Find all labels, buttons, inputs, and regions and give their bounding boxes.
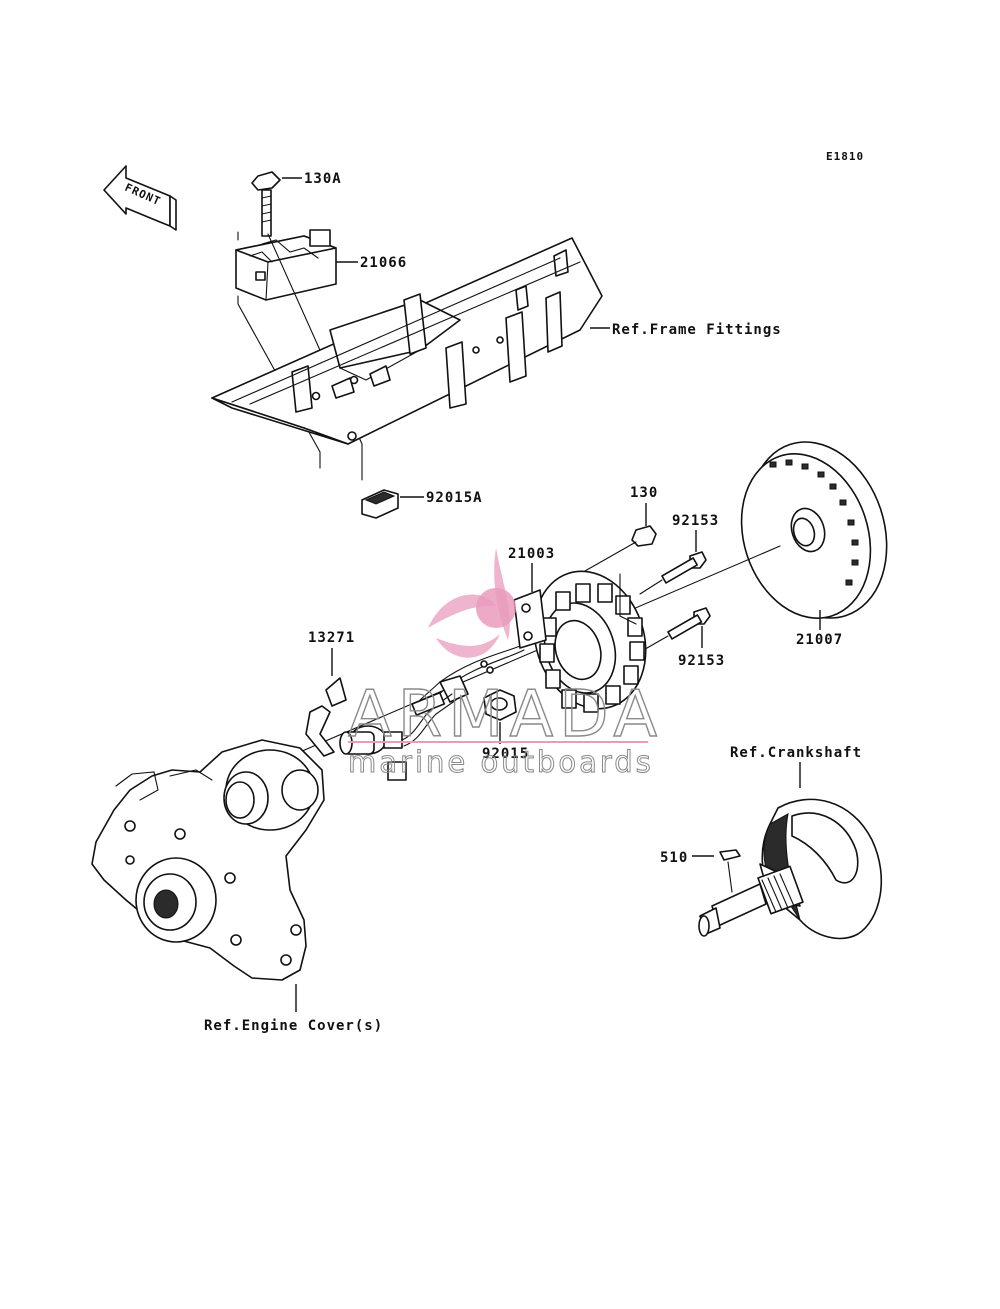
watermark-logo: ARMADA marine outboards [347, 548, 663, 780]
label-21007: 21007 [796, 632, 843, 648]
label-92153-top: 92153 [672, 513, 719, 529]
pickup-coil-icon [339, 691, 457, 781]
label-13271: 13271 [308, 630, 355, 646]
bolt-130a-icon [251, 171, 281, 237]
label-92015a: 92015A [426, 490, 483, 506]
crankshaft-icon [698, 798, 883, 940]
engine-cover-icon [91, 739, 325, 981]
clamp-13271-icon [305, 677, 347, 757]
watermark-brand: ARMADA [348, 678, 663, 752]
label-130: 130 [630, 485, 658, 501]
bolt-92153-bottom-icon [639, 607, 711, 653]
regulator-21066-icon [235, 229, 337, 301]
grommet-92015-icon [483, 689, 517, 721]
label-crankshaft: Ref.Crankshaft [730, 745, 862, 761]
label-frame-fittings: Ref.Frame Fittings [612, 322, 782, 338]
damper-92015a-icon [361, 489, 399, 519]
key-510-icon [719, 849, 741, 893]
label-92015: 92015 [482, 746, 529, 762]
label-21003: 21003 [508, 546, 555, 562]
label-engine-cover: Ref.Engine Cover(s) [204, 1018, 383, 1034]
label-130a: 130A [304, 171, 342, 187]
guide-line [619, 573, 637, 625]
bolt-92153-top-icon [639, 551, 707, 595]
guide-line [267, 233, 363, 481]
label-92153-bottom: 92153 [678, 653, 725, 669]
frame-bracket-icon [211, 237, 603, 445]
front-arrow-icon: FRONT [103, 165, 177, 231]
diagram-code: E1810 [826, 150, 864, 163]
rotor-21007-icon [740, 441, 888, 619]
watermark-tagline: marine outboards [348, 745, 654, 779]
label-21066: 21066 [360, 255, 407, 271]
label-510: 510 [660, 850, 688, 866]
stator-21003-icon [419, 570, 647, 713]
